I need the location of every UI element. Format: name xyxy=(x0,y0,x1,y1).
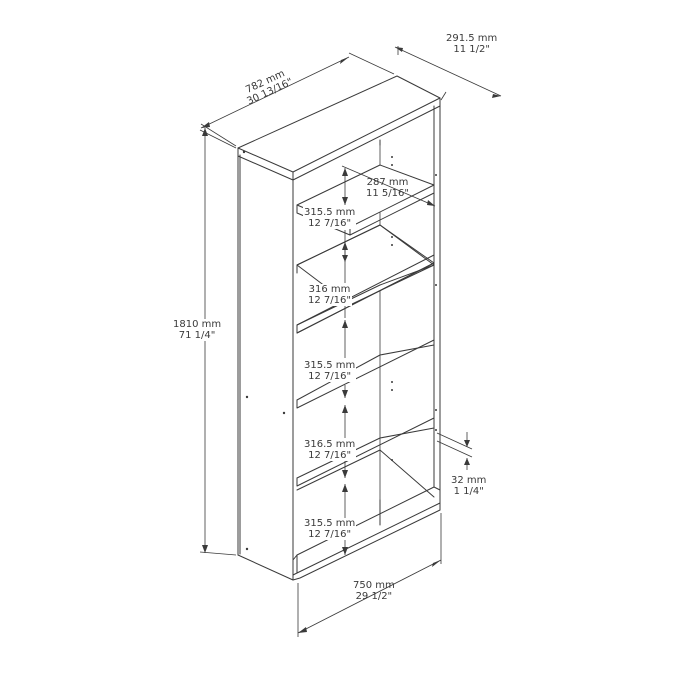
shelf-5 xyxy=(296,417,435,487)
height-label: 1810 mm 71 1/4" xyxy=(172,319,223,341)
shelf-spacing-5-label: 315.5 mm 12 7/16" xyxy=(303,518,357,540)
height-mm: 1810 mm xyxy=(173,319,222,330)
depth-label: 291.5 mm 11 1/2" xyxy=(446,33,497,55)
shelf-depth-in: 11 5/16" xyxy=(366,188,409,199)
shelf-3 xyxy=(296,262,435,334)
shelf-spacing-4-label: 316.5 mm 12 7/16" xyxy=(303,439,357,461)
shelf-spacing-4-mm: 316.5 mm xyxy=(304,439,356,450)
shelf-depth-label: 287 mm 11 5/16" xyxy=(366,177,409,199)
shelf-spacing-2-in: 12 7/16" xyxy=(308,295,351,306)
shelf-depth-mm: 287 mm xyxy=(366,177,409,188)
depth-mm: 291.5 mm xyxy=(446,33,498,44)
shelf-6 xyxy=(296,449,435,498)
shelf-thickness-label: 32 mm 1 1/4" xyxy=(451,475,486,497)
shelf-spacing-2-mm: 316 mm xyxy=(308,284,351,295)
shelf-spacing-2-label: 316 mm 12 7/16" xyxy=(307,284,352,306)
shelf-thickness-in: 1 1/4" xyxy=(453,486,484,497)
shelf-spacing-3-label: 315.5 mm 12 7/16" xyxy=(303,360,357,382)
shelf-2 xyxy=(296,224,435,334)
bottom-base xyxy=(292,486,441,581)
shelf-spacing-1-mm: 315.5 mm xyxy=(304,207,356,218)
depth-in: 11 1/2" xyxy=(453,44,490,55)
height-in: 71 1/4" xyxy=(178,330,216,341)
width-bottom-label: 750 mm 29 1/2" xyxy=(353,580,395,602)
width-bottom-in: 29 1/2" xyxy=(355,591,393,602)
left-side-panel xyxy=(237,154,294,581)
shelf-pin-holes xyxy=(242,150,437,551)
width-bottom-mm: 750 mm xyxy=(353,580,395,591)
right-side-panel xyxy=(379,105,441,511)
shelf-spacing-1-in: 12 7/16" xyxy=(308,218,352,229)
dimension-lines xyxy=(199,46,502,637)
shelf-thickness-mm: 32 mm xyxy=(451,475,487,486)
shelf-4 xyxy=(296,339,435,409)
shelf-spacing-1-label: 315.5 mm 12 7/16" xyxy=(303,207,357,229)
shelf-spacing-4-in: 12 7/16" xyxy=(308,450,352,461)
dimension-arrows xyxy=(201,47,501,633)
shelf-spacing-3-in: 12 7/16" xyxy=(308,371,352,382)
shelf-spacing-3-mm: 315.5 mm xyxy=(304,360,356,371)
shelf-spacing-5-mm: 315.5 mm xyxy=(304,518,356,529)
shelf-spacing-5-in: 12 7/16" xyxy=(308,529,352,540)
